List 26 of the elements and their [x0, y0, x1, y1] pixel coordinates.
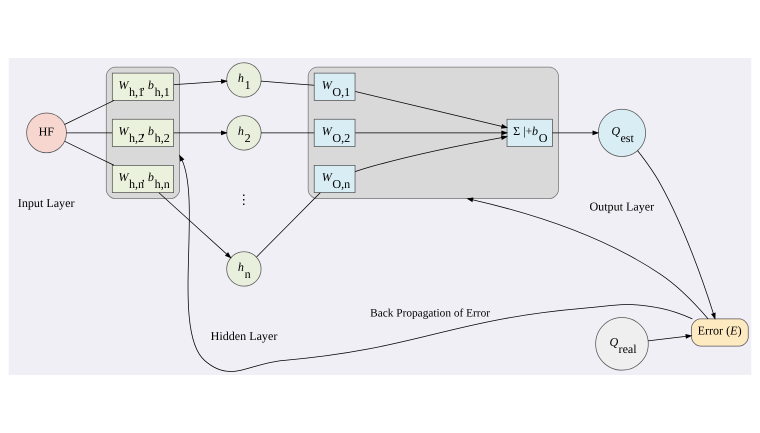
arrow: [179, 154, 693, 372]
label: ⋮: [237, 192, 252, 208]
arrow: [355, 130, 508, 136]
arrow: [648, 334, 692, 342]
arrow: [637, 150, 716, 320]
label: Hidden Layer: [210, 328, 278, 343]
arrow: [466, 198, 708, 320]
connector: [64, 100, 114, 125]
arrow: [158, 192, 232, 258]
arrow: [173, 130, 228, 136]
arrow: [354, 135, 508, 172]
arrow: [355, 91, 508, 129]
cluster: [308, 66, 559, 200]
node-box: Error (E): [691, 318, 749, 346]
label: Input Layer: [18, 196, 74, 210]
connector: [256, 192, 321, 258]
connector: [260, 132, 315, 134]
arrow: [552, 130, 600, 136]
edge-label: Back Propagation of Error: [370, 308, 490, 320]
node-circle: HF: [26, 112, 67, 154]
connector: [66, 132, 113, 134]
connector: [260, 80, 315, 86]
connector: [64, 140, 114, 166]
cluster: [106, 66, 180, 200]
label: Output Layer: [589, 200, 654, 214]
arrow: [173, 79, 228, 86]
